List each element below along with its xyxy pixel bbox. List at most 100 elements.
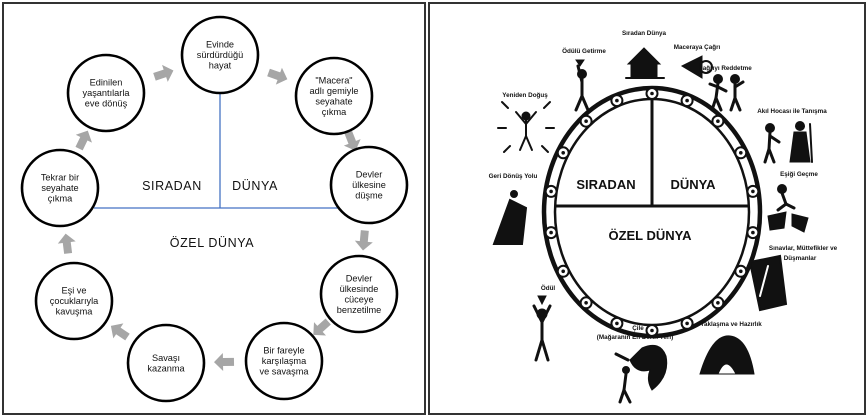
ring-bead-dot [549, 230, 553, 235]
caption-mentor: Akıl Hocası ile Tanışma [757, 108, 827, 115]
stage-label-line: Savaşı [152, 353, 180, 363]
caption-approach: Yaklaşma ve Hazırlık [700, 321, 762, 328]
mentor-figures-icon [763, 121, 813, 164]
stage-label-line: kazanma [147, 363, 185, 373]
stage-label-line: benzetilme [337, 305, 381, 315]
reward-figure-icon [532, 295, 552, 362]
caption-resurrection: Yeniden Doğuş [502, 92, 548, 99]
flow-arrow-icon [57, 233, 76, 254]
ring-bead-dot [650, 328, 654, 333]
ring-bead-dot [584, 301, 588, 305]
stage-circle [244, 321, 324, 401]
stage-label-line: yaşantılarla [83, 88, 131, 98]
stage-label-line: ve savaşma [259, 367, 309, 377]
road-back-climber-icon [492, 190, 528, 245]
stage-circle [329, 145, 409, 225]
caption-call-to-adventure: Maceraya Çağrı [674, 44, 721, 51]
ordinary-world-left-label: SIRADAN [142, 179, 202, 193]
stage-label-line: seyahate [41, 183, 78, 193]
ring-bead-dot [561, 269, 565, 274]
ring-ordinary-right-label: DÜNYA [670, 177, 716, 192]
ring-special-world-label: ÖZEL DÜNYA [608, 228, 692, 243]
stage-circle [319, 254, 399, 334]
stage-label-line: ülkesinde [340, 284, 379, 294]
stage-label-line: düşme [355, 191, 383, 201]
stage-label-line: eve dönüş [85, 99, 128, 109]
tests-figures-icon [748, 254, 788, 312]
flow-arrow-icon [313, 318, 331, 336]
stage-label-line: Devler [346, 273, 373, 283]
ring-bead-dot [739, 151, 743, 155]
ring-bead-dot [716, 119, 720, 123]
caption-ordinary-world: Sıradan Dünya [622, 30, 667, 37]
stage-circle [66, 53, 146, 133]
stage-label-line: Devler [356, 170, 383, 180]
ring-bead-dot [650, 91, 654, 96]
flow-arrow-icon [267, 67, 288, 85]
flow-arrow-icon [343, 130, 361, 151]
caption-tests-line1: Sınavlar, Müttefikler ve [769, 245, 838, 252]
caption-threshold: Eşiği Geçme [780, 171, 818, 178]
stage-label-line: çıkma [48, 194, 73, 204]
right-panel-hero-journey-illustration: SIRADAN DÜNYA ÖZEL DÜNYA Sıradan Dünya M… [428, 2, 866, 415]
ring-bead-dot [685, 321, 689, 326]
flow-arrow-icon [75, 130, 92, 151]
stage-label-line: çıkma [322, 107, 347, 117]
stage-label-line: ülkesine [352, 180, 386, 190]
stage-label-line: Edinilen [90, 78, 123, 88]
ring-bead-dot [751, 189, 755, 194]
stage-label-line: Tekrar bir [41, 173, 79, 183]
stage-label-line: kavuşma [56, 307, 94, 317]
stage-label-line: cüceye [344, 294, 373, 304]
stage-label-line: Bir fareyle [263, 346, 304, 356]
stage-label-line: çocuklarıyla [50, 296, 99, 306]
ring-bead-dot [615, 321, 619, 326]
stage-circle [294, 56, 374, 136]
stage-circle [20, 148, 100, 228]
stage-circle [34, 261, 114, 341]
cave-silhouette-icon [699, 335, 755, 375]
stage-circle [180, 15, 260, 95]
stage-label-line: sürdürdüğü [197, 50, 243, 60]
resurrection-figure-icon [497, 101, 555, 153]
caption-refusal: Çağrıyı Reddetme [698, 65, 752, 72]
ring-bead-dot [751, 230, 755, 235]
caption-tests-line2: Düşmanlar [784, 255, 817, 262]
caption-return-with-elixir: Ödülü Getirme [562, 46, 606, 55]
stage-label-line: Eşi ve [61, 286, 86, 296]
ring-ordinary-left-label: SIRADAN [576, 177, 635, 192]
caption-ordeal-line2: (Mağaranın En Derin Yeri) [597, 334, 674, 341]
ring-bead-dot [561, 151, 565, 155]
stage-circle [126, 323, 206, 403]
flow-arrow-icon [354, 230, 373, 251]
flow-arrow-icon [110, 323, 130, 341]
threshold-jumper-icon [767, 184, 809, 233]
flow-arrow-icon [153, 64, 174, 82]
caption-road-back: Geri Dönüş Yolu [489, 173, 538, 180]
dragon-ordeal-icon [614, 344, 668, 404]
stage-label-line: karşılaşma [262, 356, 307, 366]
house-silhouette-icon [625, 47, 665, 79]
ring-bead-dot [716, 301, 720, 305]
flow-arrow-icon [214, 353, 235, 372]
return-elixir-figure-icon [574, 59, 590, 112]
ring-bead-dot [584, 119, 588, 123]
caption-ordeal-line1: Çile [632, 325, 644, 332]
ordinary-world-right-label: DÜNYA [232, 179, 278, 193]
ring-bead-dot [739, 269, 743, 274]
horn-silhouette-icon [680, 55, 713, 79]
special-world-label: ÖZEL DÜNYA [170, 236, 255, 250]
stage-label-line: hayat [209, 61, 232, 71]
stage-label-line: "Macera" [315, 75, 352, 85]
ring-bead-dot [549, 189, 553, 194]
right-cycle-illustration: SIRADAN DÜNYA ÖZEL DÜNYA Sıradan Dünya M… [489, 30, 838, 404]
